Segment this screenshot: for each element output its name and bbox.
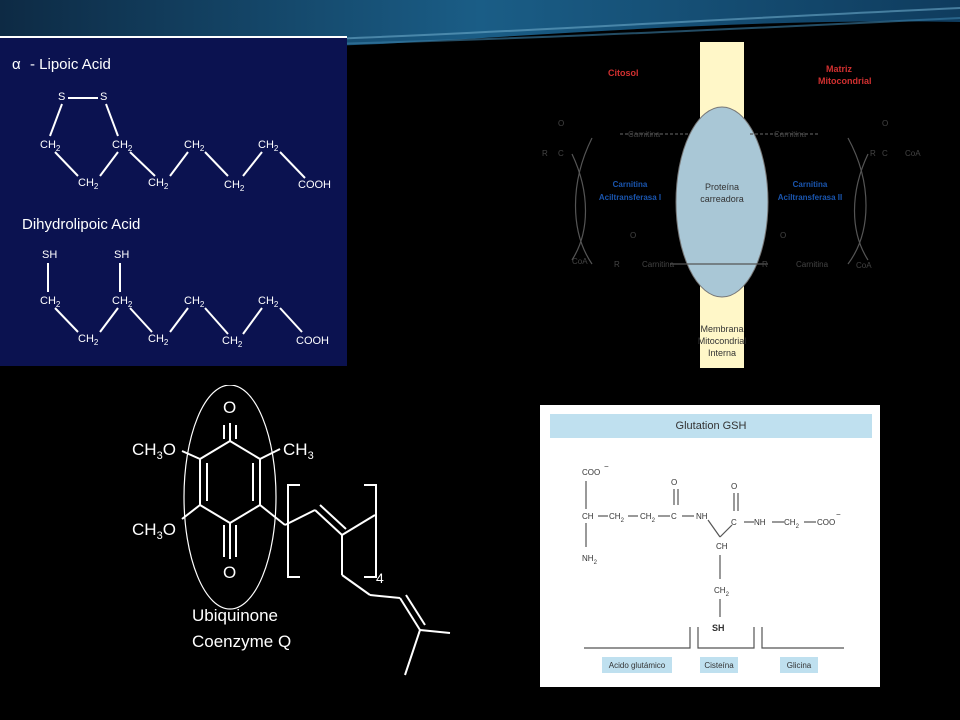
svg-text:Matriz: Matriz: [826, 64, 853, 74]
svg-text:NH2: NH2: [582, 554, 598, 566]
oxygen-bottom: O: [223, 563, 236, 582]
svg-text:Proteína: Proteína: [705, 182, 739, 192]
svg-text:CH2: CH2: [258, 295, 279, 309]
lipoic-title: - Lipoic Acid: [30, 56, 111, 73]
svg-text:Mitocondrial: Mitocondrial: [698, 336, 747, 346]
section-glutamic: Acido glutámico: [609, 661, 666, 670]
svg-text:carreadora: carreadora: [700, 194, 744, 204]
svg-text:−: −: [604, 462, 609, 471]
ubiquinone-structure: O O CH3O CH3O CH3 4 Ubiquinone Coenzyme …: [132, 385, 451, 676]
svg-text:O: O: [882, 119, 888, 128]
thiol-1: SH: [42, 249, 57, 261]
svg-text:Carnitina: Carnitina: [613, 180, 648, 189]
svg-text:C: C: [882, 149, 888, 158]
lipoic-acid-structure: α - Lipoic Acid Dihydrolipoic Acid S S C…: [12, 56, 331, 349]
svg-text:NH: NH: [754, 518, 766, 527]
citosol-label: Citosol: [608, 68, 639, 78]
coenzyme-q-label: Coenzyme Q: [192, 632, 291, 651]
svg-text:CH: CH: [716, 542, 728, 551]
dihydrolipoic-title: Dihydrolipoic Acid: [22, 216, 140, 233]
ubiquinone-label: Ubiquinone: [192, 606, 278, 625]
svg-text:O: O: [780, 231, 786, 240]
thiol-2: SH: [114, 249, 129, 261]
svg-text:CH2: CH2: [78, 333, 99, 347]
svg-text:CH2: CH2: [714, 586, 730, 598]
svg-text:O: O: [558, 119, 564, 128]
svg-text:Membrana: Membrana: [700, 324, 743, 334]
svg-text:R: R: [614, 260, 620, 269]
svg-text:CH3O: CH3O: [132, 520, 176, 542]
svg-text:Aciltransferasa I: Aciltransferasa I: [599, 193, 661, 202]
svg-text:CH2: CH2: [184, 139, 205, 153]
sulfur-1: S: [58, 91, 65, 103]
svg-text:CH3O: CH3O: [132, 440, 176, 462]
svg-text:CH2: CH2: [112, 139, 133, 153]
svg-text:C: C: [558, 149, 564, 158]
svg-text:R: R: [542, 149, 548, 158]
svg-text:CH2: CH2: [609, 512, 625, 524]
carrier-protein: [675, 106, 769, 298]
svg-text:C: C: [731, 518, 737, 527]
cooh-1: COOH: [298, 179, 331, 191]
alpha-symbol: α: [12, 56, 21, 73]
svg-text:Carnitina: Carnitina: [642, 260, 675, 269]
svg-text:CH2: CH2: [222, 335, 243, 349]
oxygen-top: O: [223, 398, 236, 417]
sulfur-2: S: [100, 91, 107, 103]
svg-text:COO: COO: [582, 468, 600, 477]
svg-text:C: C: [671, 512, 677, 521]
svg-text:Carnitina: Carnitina: [796, 260, 829, 269]
glutathione-header: Glutation GSH: [550, 414, 872, 438]
glutathione-panel: Glutation GSH COO −: [540, 405, 880, 687]
thiol-group: SH: [712, 623, 725, 633]
section-glycine: Glicina: [787, 661, 812, 670]
svg-text:CH2: CH2: [148, 177, 169, 191]
svg-text:CoA: CoA: [572, 257, 588, 266]
svg-text:R: R: [870, 149, 876, 158]
svg-text:Mitocondrial: Mitocondrial: [818, 76, 872, 86]
section-cysteine: Cisteína: [704, 661, 734, 670]
svg-text:R: R: [762, 260, 768, 269]
svg-text:NH: NH: [696, 512, 708, 521]
svg-text:CH2: CH2: [78, 177, 99, 191]
svg-text:Carnitina: Carnitina: [793, 180, 828, 189]
svg-text:CH2: CH2: [640, 512, 656, 524]
svg-text:O: O: [671, 478, 677, 487]
svg-text:CH: CH: [582, 512, 594, 521]
cooh-2: COOH: [296, 335, 329, 347]
svg-text:CH2: CH2: [184, 295, 205, 309]
svg-text:CH2: CH2: [784, 518, 800, 530]
svg-text:−: −: [836, 510, 841, 519]
svg-text:Carnitina: Carnitina: [628, 130, 661, 139]
svg-text:Carnitina: Carnitina: [774, 130, 807, 139]
svg-text:CoA: CoA: [856, 261, 872, 270]
glutathione-structure: COO − CH NH2 CH2 CH2 C O NH CH C O NH CH…: [582, 462, 844, 673]
svg-text:Interna: Interna: [708, 348, 736, 358]
svg-text:CH2: CH2: [40, 139, 61, 153]
svg-text:CH2: CH2: [112, 295, 133, 309]
carnitine-shuttle-diagram: Proteína carreadora Membrana Mitocondria…: [542, 42, 921, 368]
svg-text:CH2: CH2: [224, 179, 245, 193]
svg-text:CH3: CH3: [283, 440, 314, 462]
svg-text:O: O: [630, 231, 636, 240]
svg-text:CH2: CH2: [40, 295, 61, 309]
svg-text:CoA: CoA: [905, 149, 921, 158]
svg-text:O: O: [731, 482, 737, 491]
lipoic-acid-panel: α - Lipoic Acid Dihydrolipoic Acid S S C…: [0, 36, 347, 366]
svg-text:CH2: CH2: [148, 333, 169, 347]
svg-text:COO: COO: [817, 518, 835, 527]
repeat-count: 4: [376, 570, 384, 586]
quinone-ring-highlight: [183, 385, 277, 610]
svg-text:Aciltransferasa II: Aciltransferasa II: [778, 193, 842, 202]
svg-text:CH2: CH2: [258, 139, 279, 153]
